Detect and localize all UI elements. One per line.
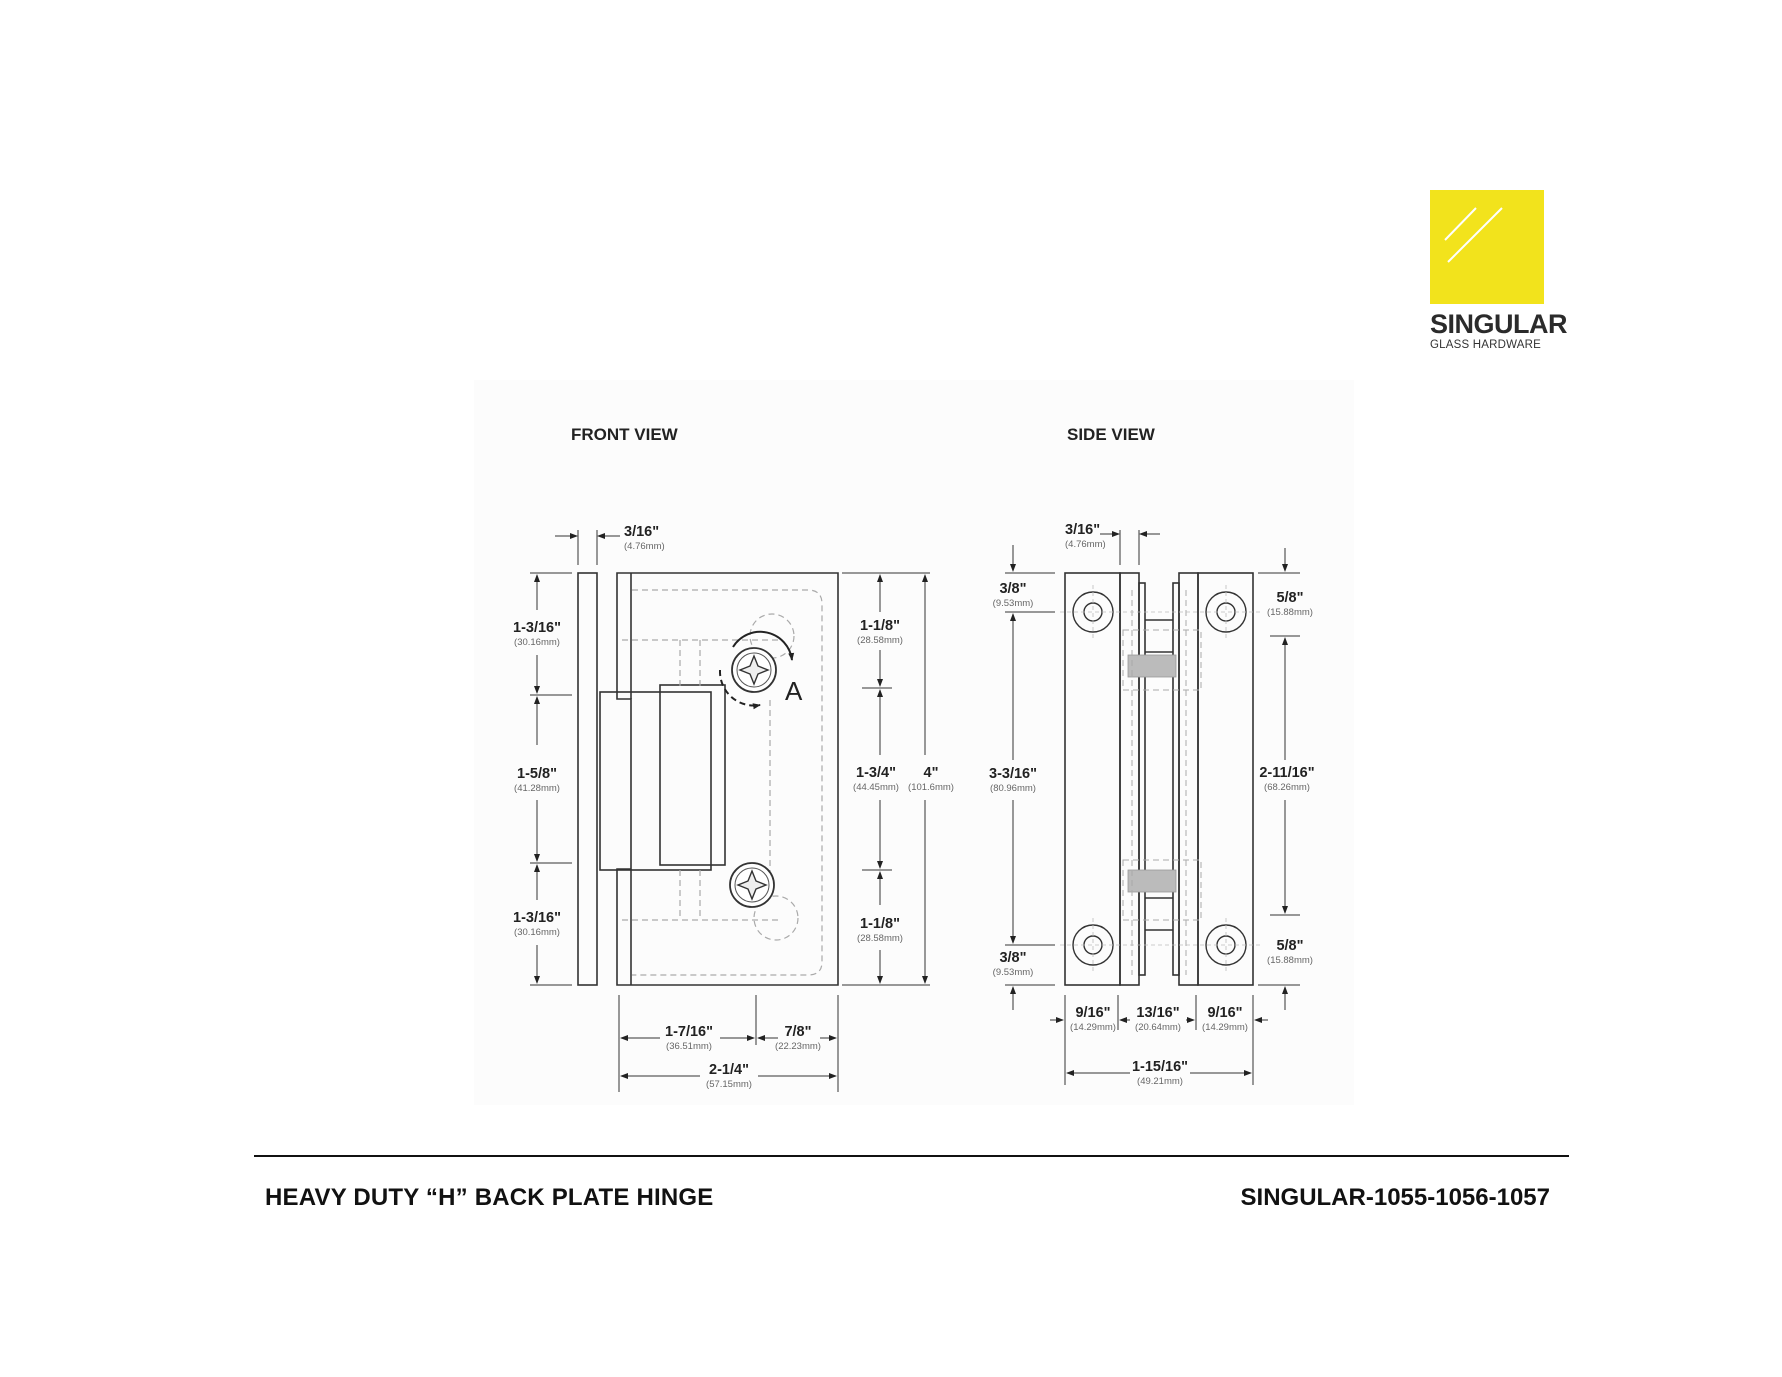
- side-overall-width-in: 1-15/16": [1132, 1059, 1188, 1075]
- front-right-dim-2-mm: (44.45mm): [853, 782, 899, 793]
- front-right-dim-1-in: 1-1/8": [860, 618, 900, 634]
- side-bottom-dim-1-in: 9/16": [1075, 1005, 1110, 1021]
- side-view-hidden-lines: [1122, 590, 1202, 975]
- front-left-dim-2-in: 1-5/8": [517, 766, 557, 782]
- front-bottom-dim-2-in: 7/8": [784, 1024, 811, 1040]
- side-left-dim-1-in: 3/8": [999, 581, 1026, 597]
- front-left-dim-3-mm: (30.16mm): [514, 927, 560, 938]
- front-overall-height-in: 4": [924, 765, 939, 781]
- front-right-dim-3-mm: (28.58mm): [857, 933, 903, 944]
- side-right-dim-2-in: 2-11/16": [1259, 765, 1314, 781]
- side-view-threaded-pins: [1127, 654, 1177, 893]
- front-plate-thickness-dim: [555, 530, 620, 565]
- screw-icon: [729, 862, 775, 908]
- side-bottom-dim-lines: [1050, 995, 1268, 1085]
- hole-centerlines: [1060, 585, 1260, 972]
- front-left-dim-3-in: 1-3/16": [513, 910, 561, 926]
- front-left-dim-lines: [530, 572, 572, 986]
- side-right-dim-3-mm: (15.88mm): [1267, 955, 1313, 966]
- front-right-dim-3-in: 1-1/8": [860, 916, 900, 932]
- front-view-hidden-lines: [622, 589, 823, 976]
- brand-subtitle: GLASS HARDWARE: [1430, 339, 1542, 351]
- side-right-dim-lines: [1258, 548, 1300, 1010]
- front-bottom-dim-2-mm: (22.23mm): [775, 1041, 821, 1052]
- front-overall-width-in: 2-1/4": [709, 1062, 749, 1078]
- product-name: HEAVY DUTY “H” BACK PLATE HINGE: [265, 1184, 714, 1211]
- hinge-drawing: FRONT VIEW A: [513, 425, 1315, 1092]
- front-bottom-dim-lines: [618, 995, 839, 1092]
- front-overall-width-mm: (57.15mm): [706, 1079, 752, 1090]
- front-left-dim-1-mm: (30.16mm): [514, 637, 560, 648]
- side-left-dim-3-in: 3/8": [999, 950, 1026, 966]
- logo-glass-icon: [1430, 190, 1544, 304]
- front-right-dim-2-in: 1-3/4": [856, 765, 896, 781]
- side-view-drawing: [1064, 572, 1254, 986]
- screw-icon: [731, 647, 777, 693]
- side-bottom-dim-3-mm: (14.29mm): [1202, 1022, 1248, 1033]
- front-left-dim-1-in: 1-3/16": [513, 620, 561, 636]
- glass-reflection-icon: [1444, 207, 1503, 263]
- side-view-title: SIDE VIEW: [1067, 425, 1156, 444]
- front-bottom-dim-1-in: 1-7/16": [665, 1024, 713, 1040]
- side-left-dim-2-in: 3-3/16": [989, 766, 1037, 782]
- side-right-dim-2-mm: (68.26mm): [1264, 782, 1310, 793]
- front-right-dim-lines: [842, 572, 930, 986]
- side-plate-thickness-mm: (4.76mm): [1065, 539, 1106, 550]
- side-left-dim-1-mm: (9.53mm): [993, 598, 1034, 609]
- side-right-dim-1-mm: (15.88mm): [1267, 607, 1313, 618]
- callout-label-a: A: [785, 676, 803, 706]
- side-bottom-dim-2-mm: (20.64mm): [1135, 1022, 1181, 1033]
- side-left-dim-2-mm: (80.96mm): [990, 783, 1036, 794]
- side-left-dim-lines: [1005, 545, 1055, 1010]
- front-plate-thickness-in: 3/16": [624, 524, 659, 540]
- product-code: SINGULAR-1055-1056-1057: [1240, 1184, 1550, 1211]
- front-view-title: FRONT VIEW: [571, 425, 679, 444]
- rotation-adjust-arrow-icon: [718, 630, 795, 710]
- side-plate-thickness-in: 3/16": [1065, 522, 1100, 538]
- countersunk-hole-icon: [1072, 591, 1247, 966]
- front-bottom-dim-1-mm: (36.51mm): [666, 1041, 712, 1052]
- footer-divider: [254, 1155, 1569, 1157]
- side-left-dim-3-mm: (9.53mm): [993, 967, 1034, 978]
- side-bottom-dim-2-in: 13/16": [1136, 1005, 1179, 1021]
- side-plate-thickness-dim: [1100, 530, 1160, 565]
- side-overall-width-mm: (49.21mm): [1137, 1076, 1183, 1087]
- front-view-drawing: [577, 572, 839, 986]
- side-right-dim-3-in: 5/8": [1276, 938, 1303, 954]
- front-plate-thickness-mm: (4.76mm): [624, 541, 665, 552]
- side-bottom-dim-1-mm: (14.29mm): [1070, 1022, 1116, 1033]
- front-left-dim-2-mm: (41.28mm): [514, 783, 560, 794]
- brand-logo: SINGULAR GLASS HARDWARE: [1430, 190, 1568, 352]
- front-overall-height-mm: (101.6mm): [908, 782, 954, 793]
- technical-drawing-panel: FRONT VIEW A: [474, 380, 1354, 1105]
- side-bottom-dim-3-in: 9/16": [1207, 1005, 1242, 1021]
- front-right-dim-1-mm: (28.58mm): [857, 635, 903, 646]
- side-right-dim-1-in: 5/8": [1276, 590, 1303, 606]
- brand-name: SINGULAR: [1430, 309, 1568, 339]
